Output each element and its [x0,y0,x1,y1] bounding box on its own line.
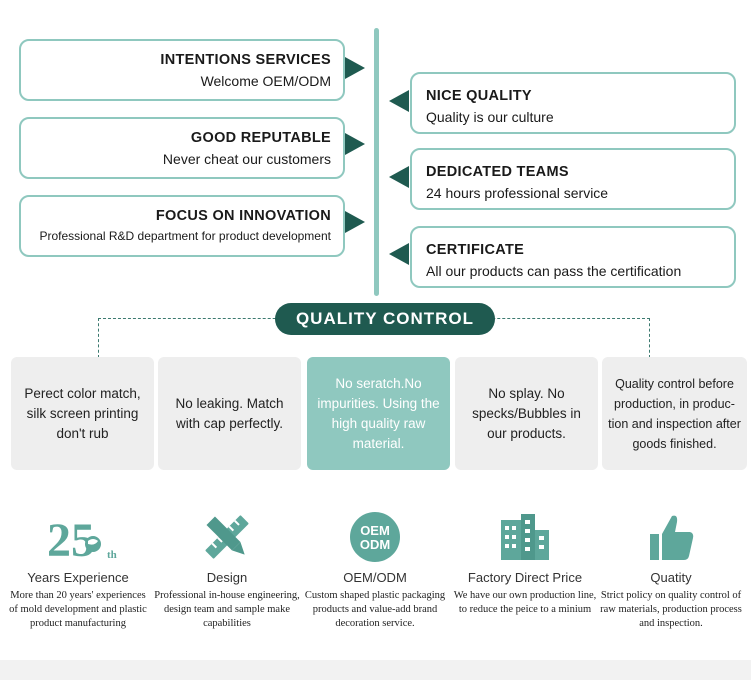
pencil-ruler-icon [205,515,249,559]
card-subtitle: Quality is our culture [426,109,554,125]
card-subtitle: 24 hours professional service [426,185,609,201]
arrow-right-icon [345,133,365,155]
footer-strip [0,660,751,680]
feature-title: Factory Direct Price [467,570,583,585]
card-focus-on-innovation: FOCUS ON INNOVATION Professional R&D dep… [19,195,345,257]
feature-desc: More than 20 years' experiences of mold … [9,590,147,629]
arrow-left-icon [389,166,409,188]
card-subtitle: All our products can pass the certificat… [426,263,682,279]
card-subtitle: Never cheat our customers [162,151,331,167]
feature-desc: Strict policy on quality control of raw … [600,590,742,629]
quality-item-highlight: No seratch.No impurities. Using the high… [307,357,450,470]
quality-item: No leaking. Match with cap perfectly. [158,357,301,470]
card-nice-quality: NICE QUALITY Quality is our culture [410,72,736,134]
card-title: INTENTIONS SERVICES [160,52,331,68]
odm-badge-text: ODM [360,537,390,552]
feature-factory-direct-price: Factory Direct Price We have our own pro… [452,510,598,617]
feature-title: Quatity [650,570,692,585]
oem-badge-text: OEM [360,523,390,538]
card-title: FOCUS ON INNOVATION [155,208,331,224]
feature-desc: We have our own production line, to redu… [453,590,597,615]
quality-item: No splay. No specks/Bubbles in our produ… [455,357,598,470]
feature-title: Years Experience [27,570,129,585]
arrow-right-icon [345,211,365,233]
feature-title: OEM/ODM [343,570,407,585]
arrow-right-icon [345,57,365,79]
card-title: CERTIFICATE [426,242,525,258]
feature-title: Design [206,570,248,585]
card-subtitle: Welcome OEM/ODM [200,73,331,89]
feature-years-experience: 25 th Years Experience More than 20 year… [5,510,151,631]
thumbs-up-icon [650,515,694,560]
years-25th-icon: 25 th [47,514,117,564]
card-title: GOOD REPUTABLE [190,130,331,146]
feature-design: Design Professional in-house engineering… [154,510,300,631]
quality-control-title: QUALITY CONTROL [275,303,495,335]
card-title: DEDICATED TEAMS [426,164,569,180]
feature-oem-odm: OEM ODM OEM/ODM Custom shaped plastic pa… [302,510,448,631]
card-intentions-services: INTENTIONS SERVICES Welcome OEM/ODM [19,39,345,101]
arrow-left-icon [389,243,409,265]
arrow-left-icon [389,90,409,112]
quality-item: Quality control before production, in pr… [602,357,747,470]
timeline-bar [374,28,379,296]
years-suffix: th [107,549,117,561]
card-title: NICE QUALITY [426,88,532,104]
feature-desc: Professional in-house engineering, desig… [154,590,300,629]
card-dedicated-teams: DEDICATED TEAMS 24 hours professional se… [410,148,736,210]
card-subtitle: Professional R&D department for product … [39,229,332,243]
feature-quality: Quatity Strict policy on quality control… [598,510,744,631]
factory-buildings-icon [501,514,549,560]
quality-item: Perect color match, silk screen printing… [11,357,154,470]
feature-desc: Custom shaped plastic packaging products… [304,590,446,629]
oem-odm-icon: OEM ODM [350,512,400,562]
card-good-reputable: GOOD REPUTABLE Never cheat our customers [19,117,345,179]
card-certificate: CERTIFICATE All our products can pass th… [410,226,736,288]
